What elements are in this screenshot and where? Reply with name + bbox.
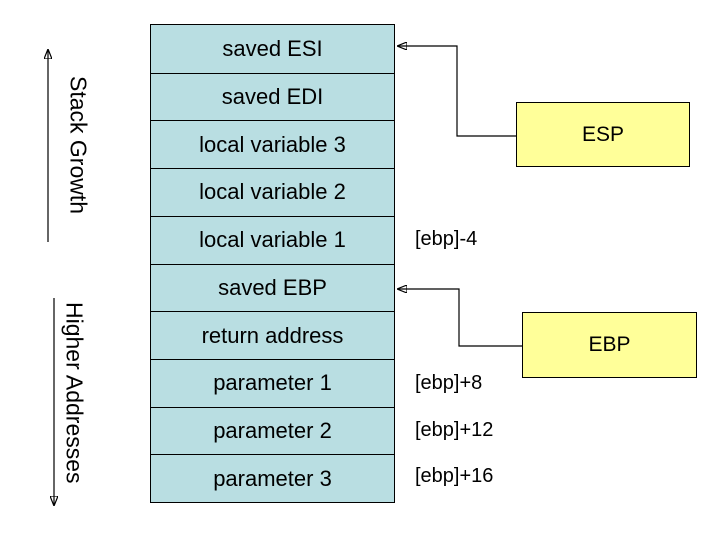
- stack-cell: saved ESI: [222, 35, 323, 61]
- stack-cell: parameter 1: [151, 358, 394, 407]
- stack-cell: saved EDI: [151, 72, 394, 121]
- stack-table: saved ESI saved EDI local variable 3 loc…: [150, 24, 395, 503]
- stack-cell: return address: [151, 311, 394, 359]
- offset-label-ebp-minus-4: [ebp]-4: [415, 228, 478, 250]
- stack-cell: local variable 3: [151, 120, 394, 168]
- higher-addresses-label: Higher Addresses: [61, 302, 88, 484]
- offset-label-ebp-plus-16: [ebp]+16: [415, 465, 494, 487]
- esp-register-box: ESP: [516, 102, 690, 167]
- stack-cell: local variable 2: [151, 168, 394, 216]
- stack-cell: local variable 1: [151, 215, 394, 264]
- offset-label-ebp-plus-12: [ebp]+12: [415, 419, 494, 441]
- stack-cell: parameter 3: [151, 454, 394, 502]
- stack-growth-label: Stack Growth: [65, 76, 92, 215]
- stack-cell: saved EBP: [151, 263, 394, 312]
- offset-label-ebp-plus-8: [ebp]+8: [415, 372, 483, 394]
- esp-pointer-arrow: [398, 46, 516, 137]
- ebp-register-box: EBP: [522, 312, 697, 378]
- ebp-pointer-arrow: [398, 289, 522, 347]
- stack-cell: parameter 2: [151, 406, 394, 455]
